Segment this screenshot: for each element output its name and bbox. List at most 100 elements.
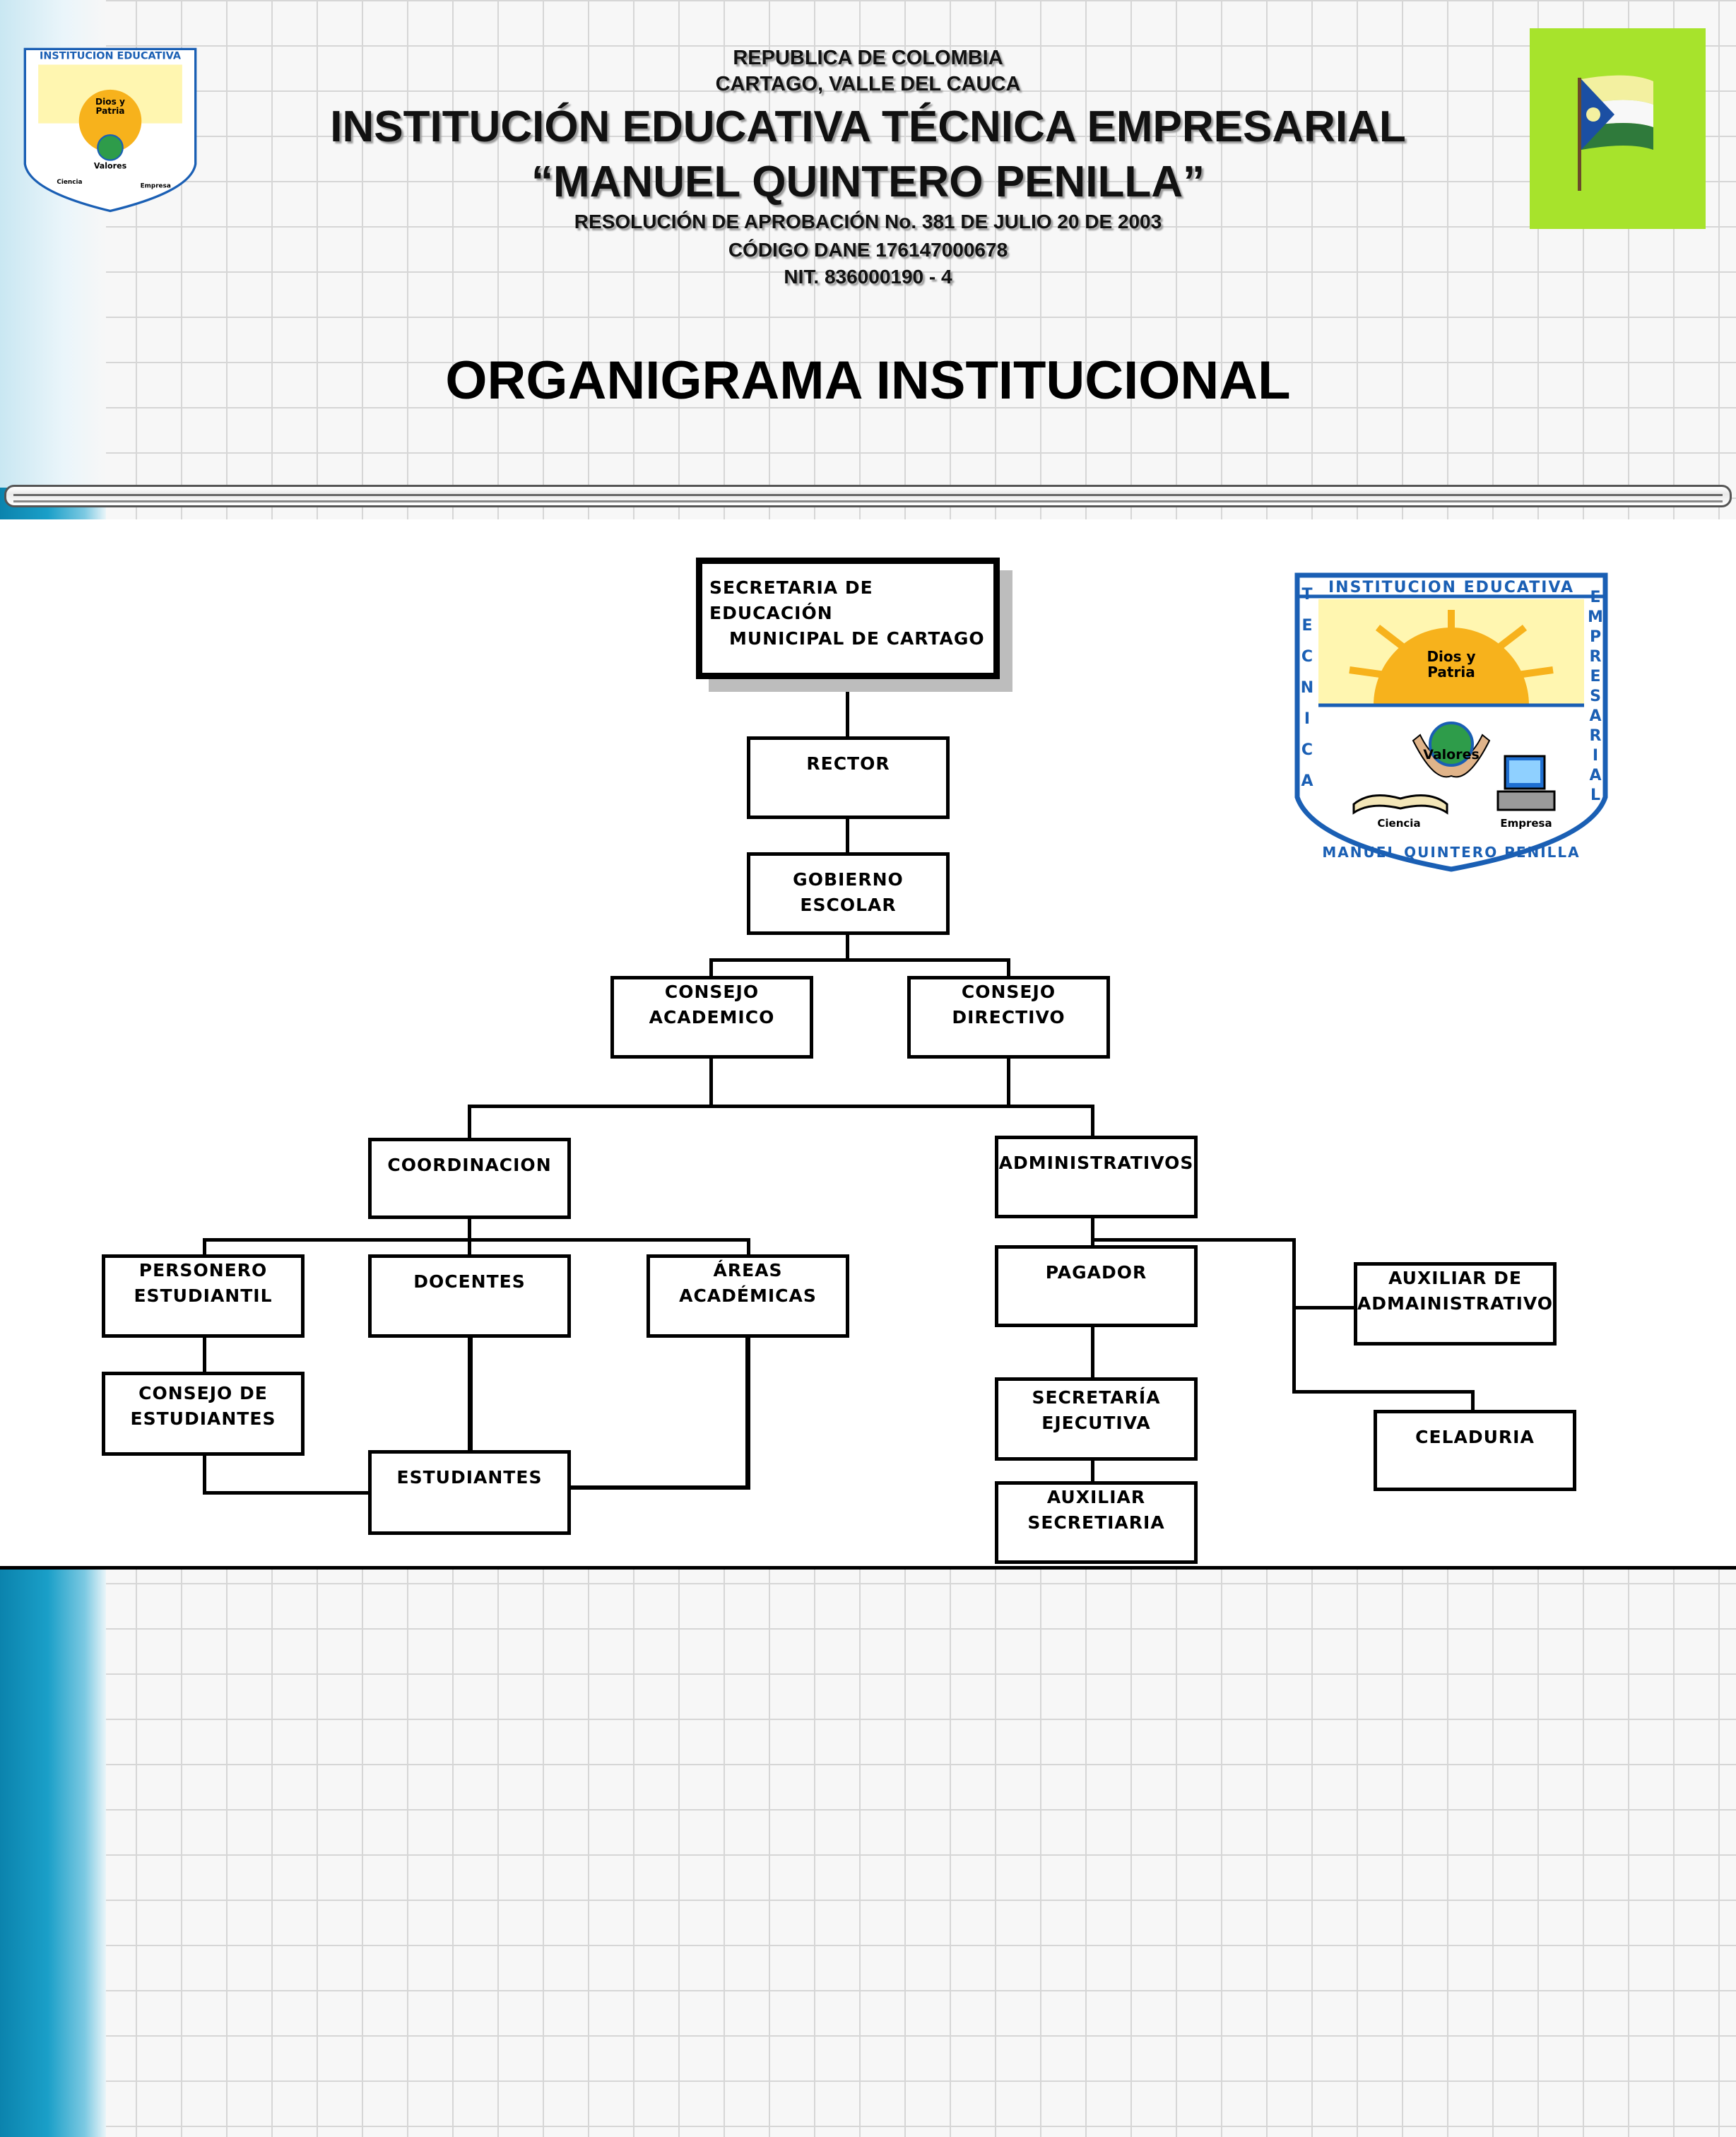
org-box-label: ADMINISTRATIVOS bbox=[998, 1153, 1194, 1173]
connector bbox=[745, 1336, 750, 1490]
logo-motto-1: Dios y bbox=[1427, 648, 1475, 665]
logo-empresa: Empresa bbox=[1500, 817, 1552, 830]
org-box-label: ACADÉMICAS bbox=[679, 1285, 817, 1306]
connector bbox=[567, 1485, 750, 1490]
connector bbox=[1292, 1390, 1475, 1394]
decorative-divider bbox=[4, 485, 1732, 507]
connector bbox=[468, 1105, 471, 1140]
logo-small-ciencia: Ciencia bbox=[57, 179, 82, 186]
org-box-label: SECRETARIA DE EDUCACIÓN bbox=[709, 577, 873, 623]
logo-right-letter: R bbox=[1590, 648, 1602, 666]
org-box-celaduria: CELADURIA bbox=[1374, 1410, 1576, 1491]
header-institution-name: “MANUEL QUINTERO PENILLA” bbox=[531, 158, 1205, 206]
logo-left-letter: N bbox=[1301, 679, 1313, 697]
logo-right-letter: A bbox=[1589, 767, 1601, 784]
connector bbox=[1091, 1215, 1094, 1247]
org-box-label: ACADEMICO bbox=[649, 1007, 775, 1028]
connector bbox=[1091, 1238, 1296, 1242]
logo-right-letter: E bbox=[1590, 589, 1600, 606]
org-box-label: PAGADOR bbox=[1045, 1262, 1147, 1283]
org-box-secretaria-ejecutiva: SECRETARÍA EJECUTIVA bbox=[995, 1377, 1198, 1461]
org-box-consejo-estudiantes: CONSEJO DE ESTUDIANTES bbox=[102, 1372, 305, 1456]
logo-left-letter: C bbox=[1301, 741, 1313, 759]
org-box-label: RECTOR bbox=[806, 753, 890, 774]
org-box-auxiliar-secretaria: AUXILIAR SECRETIARIA bbox=[995, 1481, 1198, 1564]
logo-motto-2: Patria bbox=[1427, 664, 1475, 681]
header-resolution: RESOLUCIÓN DE APROBACIÓN No. 381 DE JULI… bbox=[574, 211, 1162, 232]
logo-right-letter: M bbox=[1588, 608, 1603, 626]
org-box-gobierno-escolar: GOBIERNO ESCOLAR bbox=[747, 852, 950, 935]
connector bbox=[1292, 1238, 1296, 1394]
logo-small-empresa: Empresa bbox=[141, 182, 171, 189]
logo-ciencia: Ciencia bbox=[1377, 817, 1420, 830]
logo-left-letter: A bbox=[1301, 772, 1313, 790]
logo-small-top-text: INSTITUCION EDUCATIVA bbox=[40, 51, 182, 62]
org-box-label: DOCENTES bbox=[413, 1271, 526, 1292]
connector bbox=[846, 816, 849, 854]
logo-right-letter: E bbox=[1590, 668, 1600, 685]
connector bbox=[846, 933, 849, 960]
org-box-label: GOBIERNO bbox=[793, 869, 904, 890]
connector bbox=[468, 1105, 1094, 1108]
header-dane-code: CÓDIGO DANE 176147000678 bbox=[728, 239, 1008, 261]
org-box-label: MUNICIPAL DE CARTAGO bbox=[729, 628, 985, 649]
page-title: ORGANIGRAMA INSTITUCIONAL bbox=[445, 351, 1291, 411]
org-box-label: ESCOLAR bbox=[800, 895, 897, 915]
connector bbox=[1007, 1056, 1010, 1106]
org-box-label: AUXILIAR DE bbox=[1388, 1268, 1522, 1288]
org-box-label: SECRETIARIA bbox=[1027, 1512, 1165, 1533]
header-nit: NIT. 836000190 - 4 bbox=[784, 266, 952, 288]
connector bbox=[846, 677, 849, 739]
logo-right-letter: A bbox=[1589, 707, 1601, 725]
org-box-label: CONSEJO bbox=[664, 982, 760, 1002]
institution-logo-large: INSTITUCION EDUCATIVA Dios y Patria Valo… bbox=[1294, 572, 1608, 872]
logo-right-letter: I bbox=[1593, 747, 1598, 765]
logo-left-letter: E bbox=[1301, 617, 1312, 635]
connector bbox=[203, 1454, 206, 1495]
org-box-label: SECRETARÍA bbox=[1032, 1387, 1161, 1408]
header-city: CARTAGO, VALLE DEL CAUCA bbox=[715, 73, 1021, 95]
logo-right-letter: S bbox=[1590, 688, 1601, 705]
connector bbox=[203, 1491, 371, 1495]
logo-left-letter: I bbox=[1304, 710, 1310, 728]
org-box-label: DIRECTIVO bbox=[952, 1007, 1065, 1028]
connector bbox=[709, 958, 1010, 962]
org-box-secretaria-educacion: SECRETARIA DE EDUCACIÓN MUNICIPAL DE CAR… bbox=[696, 558, 1000, 679]
org-box-estudiantes: ESTUDIANTES bbox=[368, 1450, 571, 1535]
diagram-bottom-rule bbox=[0, 1566, 1736, 1570]
org-box-label: PERSONERO bbox=[138, 1260, 268, 1281]
logo-left-letter: T bbox=[1301, 586, 1312, 604]
logo-small-motto-2: Patria bbox=[96, 106, 125, 116]
connector bbox=[468, 1336, 473, 1453]
org-box-administrativos: ADMINISTRATIVOS bbox=[995, 1136, 1198, 1218]
org-box-docentes: DOCENTES bbox=[368, 1254, 571, 1338]
connector bbox=[709, 958, 713, 978]
logo-left-letter: C bbox=[1301, 648, 1313, 666]
org-box-label: ESTUDIANTES bbox=[396, 1467, 543, 1488]
org-box-label: CONSEJO bbox=[961, 982, 1056, 1002]
org-box-pagador: PAGADOR bbox=[995, 1245, 1198, 1327]
connector bbox=[709, 1056, 713, 1106]
connector bbox=[1471, 1390, 1475, 1413]
institution-flag-icon bbox=[1578, 75, 1653, 191]
org-box-personero-estudiantil: PERSONERO ESTUDIANTIL bbox=[102, 1254, 305, 1338]
org-box-label: ADMAINISTRATIVO bbox=[1357, 1293, 1554, 1314]
connector bbox=[1091, 1325, 1094, 1380]
org-box-areas-academicas: ÁREAS ACADÉMICAS bbox=[646, 1254, 849, 1338]
org-box-label: ESTUDIANTES bbox=[130, 1408, 276, 1429]
institution-logo-small: INSTITUCION EDUCATIVA Dios y Patria Valo… bbox=[23, 47, 197, 213]
connector bbox=[1007, 958, 1010, 978]
org-box-auxiliar-administrativo: AUXILIAR DE ADMAINISTRATIVO bbox=[1354, 1262, 1557, 1346]
logo-top-text: INSTITUCION EDUCATIVA bbox=[1328, 579, 1574, 596]
connector bbox=[1091, 1105, 1094, 1138]
flag-panel bbox=[1530, 28, 1706, 229]
org-box-label: EJECUTIVA bbox=[1041, 1413, 1151, 1433]
connector bbox=[1292, 1306, 1356, 1309]
header-institution-title: INSTITUCIÓN EDUCATIVA TÉCNICA EMPRESARIA… bbox=[330, 102, 1406, 151]
logo-bottom-text: MANUEL QUINTERO PENILLA bbox=[1322, 844, 1580, 861]
header-country: REPUBLICA DE COLOMBIA bbox=[733, 47, 1003, 69]
logo-valores: Valores bbox=[1423, 747, 1480, 763]
connector bbox=[203, 1238, 206, 1256]
org-box-consejo-directivo: CONSEJO DIRECTIVO bbox=[907, 976, 1110, 1059]
org-box-label: AUXILIAR bbox=[1046, 1487, 1146, 1507]
